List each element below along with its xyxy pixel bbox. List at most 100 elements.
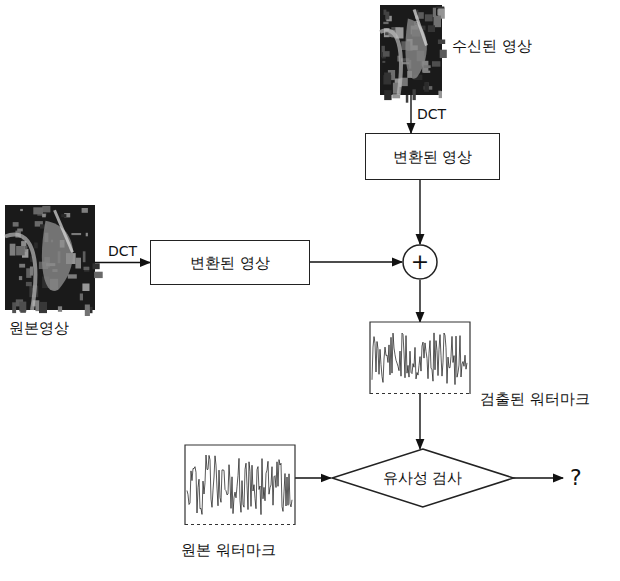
photo-speck <box>19 276 22 280</box>
photo-hat <box>5 234 35 310</box>
caption-label: 원본영상 <box>7 319 71 338</box>
flow-arrow <box>410 95 411 133</box>
photo-speck <box>432 61 440 66</box>
photo-speck <box>436 7 444 9</box>
photo-speck <box>42 214 46 217</box>
waveform-plot <box>370 322 470 394</box>
photo-speck <box>25 246 27 249</box>
photo-speck <box>440 50 447 58</box>
photo-speck <box>13 222 19 227</box>
flow-arrow <box>419 280 420 322</box>
caption-label: 검출된 워터마크 <box>478 390 592 409</box>
node-label: 유사성 검사 <box>383 469 463 487</box>
photo-speck <box>413 89 416 100</box>
flow-arrow <box>295 477 331 478</box>
caption-label: 원본 워터마크 <box>179 541 278 560</box>
caption-label: 수신된 영상 <box>450 37 534 56</box>
photo-speck <box>384 73 391 84</box>
watermark-signal <box>372 333 467 385</box>
plot-ground <box>370 322 470 394</box>
process-box: 변환된 영상 <box>150 240 310 285</box>
photo-face <box>405 19 426 79</box>
plot-baseline <box>370 393 470 394</box>
photo-speck <box>61 214 66 217</box>
photo-speck <box>10 244 16 256</box>
edge-label: DCT <box>415 106 448 122</box>
photo-speck <box>82 208 88 213</box>
photo-speck <box>17 229 23 232</box>
process-box: 변환된 영상 <box>365 133 500 180</box>
flow-arrow <box>310 261 402 262</box>
photo-ground <box>5 205 95 310</box>
diamond-shape <box>332 449 513 507</box>
node-label: 변환된 영상 <box>393 148 473 166</box>
waveform-block: 원본 워터마크 <box>185 445 295 525</box>
photo-speck <box>438 40 445 45</box>
photo-speck <box>424 82 429 92</box>
photo-speck <box>84 267 90 270</box>
photo-speck <box>93 263 100 269</box>
photo-speck <box>30 267 33 276</box>
text-holder: 유사성 검사 <box>331 448 515 508</box>
photo-speck <box>383 51 390 57</box>
photo-speck <box>71 233 81 235</box>
circle-shape <box>403 245 437 279</box>
plot-baseline <box>185 524 295 525</box>
flow-arrow <box>95 262 150 263</box>
adder-circle: + <box>402 244 438 280</box>
flow-arrow <box>419 394 420 449</box>
photo-speck <box>90 307 93 313</box>
photo-speck <box>19 264 25 268</box>
photo-speck <box>80 294 83 301</box>
photo-illustration <box>5 205 95 310</box>
photo-speck <box>423 71 430 73</box>
photo-speck <box>20 209 23 211</box>
photo-illustration <box>380 5 442 95</box>
photo-feather <box>55 210 73 252</box>
plot-ground <box>185 445 295 525</box>
photo-speck <box>428 25 435 32</box>
edge-label: DCT <box>106 243 139 259</box>
photo-feather <box>414 10 426 46</box>
photo-speck <box>26 282 32 286</box>
photo-speck <box>39 302 47 313</box>
photo-speck <box>424 65 431 68</box>
plot-frame <box>370 322 470 394</box>
photo-ground <box>380 5 442 95</box>
photo-speck <box>383 22 388 24</box>
photo-speck <box>82 284 89 292</box>
plot-frame <box>185 445 295 525</box>
photo-speck <box>42 206 50 213</box>
photo-speck <box>34 243 38 249</box>
photo-speck <box>84 267 89 272</box>
photo-speck <box>86 233 88 237</box>
photo-speck <box>12 302 16 313</box>
photo-speck <box>68 274 77 278</box>
photo-speck <box>384 90 391 100</box>
image-block: 원본영상 <box>5 205 95 310</box>
photo-speck <box>406 95 409 103</box>
waveform-block: 검출된 워터마크 <box>370 322 470 394</box>
photo-speck <box>19 302 26 312</box>
photo-speck <box>58 306 62 312</box>
photo-speck <box>16 246 25 255</box>
photo-hat <box>380 30 401 95</box>
photo-speck <box>439 91 442 98</box>
photo-speck <box>386 12 390 20</box>
photo-speck <box>33 207 43 214</box>
node-label: 변환된 영상 <box>190 254 270 272</box>
photo-speck <box>94 272 103 278</box>
text-holder: + <box>402 244 438 280</box>
photo-speck <box>75 258 81 269</box>
watermark-signal <box>187 455 292 515</box>
plus-sign: + <box>411 251 429 273</box>
flow-arrow <box>419 180 420 244</box>
photo-speck <box>382 61 385 63</box>
photo-speck <box>83 251 86 262</box>
photo-speck <box>425 14 433 21</box>
decision-diamond: 유사성 검사 <box>331 448 515 508</box>
photo-speck <box>85 305 90 317</box>
waveform-plot <box>185 445 295 525</box>
image-block: 수신된 영상 <box>380 5 442 95</box>
